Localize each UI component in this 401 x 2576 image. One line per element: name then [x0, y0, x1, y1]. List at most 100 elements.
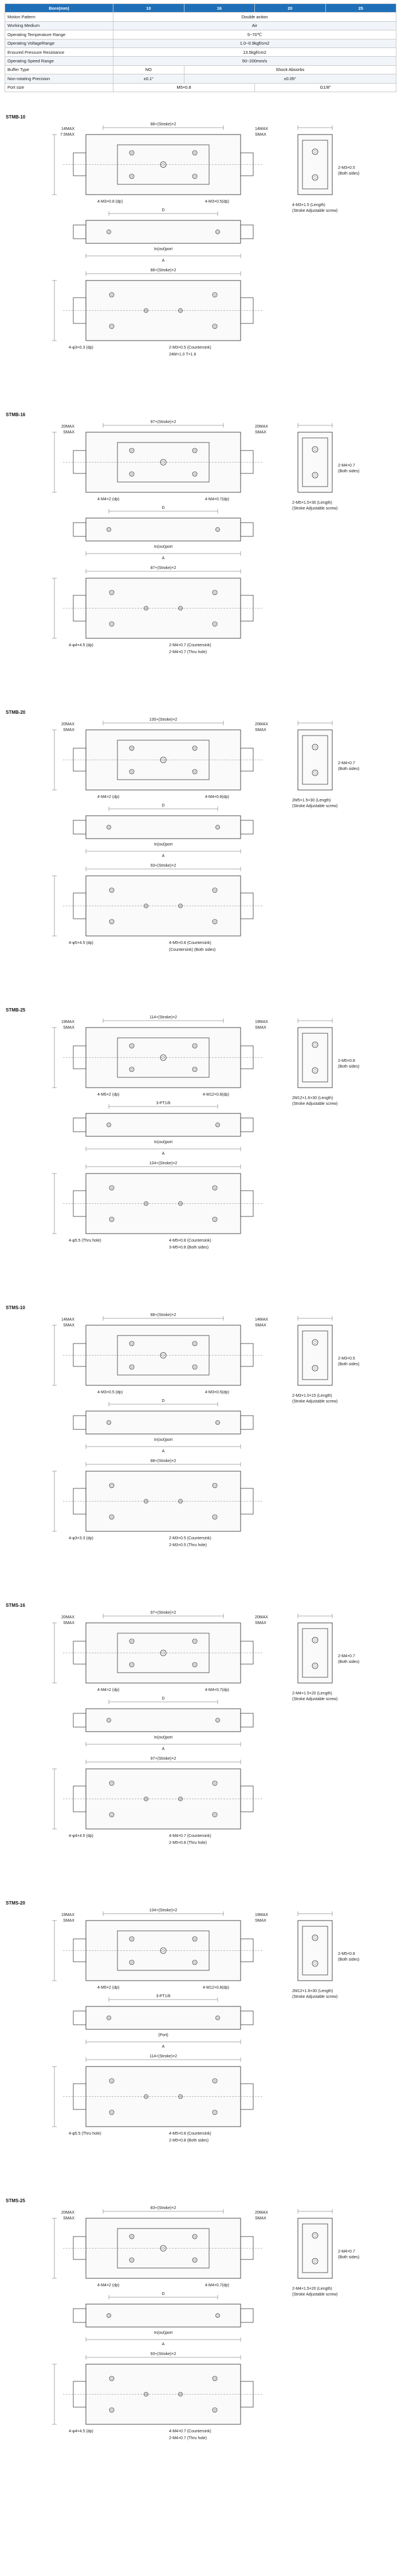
- mounting-hole-inner: [193, 770, 196, 773]
- mounting-hole: [144, 1201, 148, 1206]
- mounting-hole-inner: [179, 309, 182, 312]
- mounting-hole-inner: [110, 888, 113, 892]
- front-end-left: [73, 2308, 87, 2323]
- bottom-hole-label: 4-φ3×0.3 (dp): [69, 346, 93, 350]
- stroke-adjuster-right: [240, 1938, 254, 1962]
- dimension-d-label: D: [162, 208, 164, 212]
- max-stroke-label-right: SMAX: [255, 1919, 266, 1923]
- mounting-hole: [192, 173, 198, 179]
- side-view: 2-M3×0.5(Both sides)4-M3×1.5 (Length)(St…: [292, 125, 359, 213]
- bottom-length-label: 104+(Stroke)×2: [150, 1161, 178, 1165]
- mounting-hole-inner: [179, 2393, 182, 2396]
- mounting-hole: [109, 1483, 115, 1488]
- tapped-hole-note-2: 4-M4×0.7(dp): [205, 497, 229, 501]
- bottom-hole-label: 4-φ4×4.5 (dp): [69, 1834, 93, 1838]
- bottom-view: 93+(Stroke)×24-M5×0.8 (Countersink)4-φ5×…: [52, 864, 264, 952]
- mounting-hole-inner: [179, 607, 182, 610]
- end-plate: [297, 432, 333, 493]
- mounting-hole-inner: [179, 1202, 182, 1205]
- tapped-hole-note: 4-M4×2 (dp): [97, 1688, 119, 1692]
- end-plate-inner: [302, 735, 328, 785]
- mounting-hole: [109, 887, 115, 893]
- bottom-countersink-label: 4-M4×0.7 (Countersink): [169, 2429, 211, 2433]
- mounting-hole: [129, 448, 135, 453]
- mounting-hole-inner: [217, 231, 219, 233]
- spec-header-25: 25: [325, 3, 396, 13]
- max-extension-label-right: 20MAX: [255, 722, 268, 726]
- mounting-hole-inner: [217, 826, 219, 828]
- front-end-right: [240, 522, 254, 537]
- mounting-hole: [129, 1043, 135, 1049]
- mounting-hole: [129, 2234, 135, 2239]
- mounting-hole: [160, 1650, 167, 1656]
- mounting-hole: [160, 2245, 167, 2251]
- side-both-sides-label: (Both sides): [338, 1362, 359, 1366]
- mounting-hole-inner: [313, 1069, 317, 1072]
- mounting-hole-inner: [313, 2234, 317, 2237]
- mounting-hole: [178, 2094, 183, 2099]
- overall-length-label: 100+(Stroke)×2: [150, 718, 178, 722]
- mounting-hole-inner: [217, 1421, 219, 1424]
- front-end-right: [240, 1117, 254, 1132]
- mounting-hole-inner: [130, 770, 133, 773]
- bottom-countersink-label: 4-M5×0.8 (Countersink): [169, 2132, 211, 2136]
- tapped-hole-note-2: 4-M3×0.5(dp): [205, 200, 229, 204]
- tapped-hole-note: 4-M5×2 (dp): [97, 1093, 119, 1097]
- mounting-hole: [312, 1339, 319, 1346]
- mounting-hole: [109, 2376, 115, 2381]
- dimension-a-label: A: [162, 2342, 165, 2346]
- section-title: STMB-20: [6, 710, 26, 715]
- dimension-d-label: D: [162, 506, 164, 510]
- overall-length-label: 97+(Stroke)×2: [151, 420, 176, 424]
- tapped-hole-note-2: 4-M4×0.8(dp): [205, 795, 229, 799]
- mounting-hole: [178, 1201, 183, 1206]
- overall-length-label: 83+(Stroke)×2: [151, 2206, 176, 2210]
- mounting-hole: [109, 919, 115, 924]
- mounting-hole: [192, 1959, 198, 1965]
- max-extension-label-right: 14MAX: [255, 127, 268, 131]
- adjust-screw-length-label: 2M12×1.6×30 (Length): [292, 1096, 333, 1100]
- stroke-adjuster-right: [240, 450, 254, 474]
- mounting-hole-inner: [110, 1813, 113, 1816]
- mounting-hole: [129, 471, 135, 477]
- mounting-hole-inner: [193, 1365, 196, 1369]
- front-end-right: [240, 1415, 254, 1430]
- mounting-hole-inner: [193, 449, 196, 452]
- mounting-hole-inner: [108, 231, 110, 233]
- mounting-hole: [215, 1420, 220, 1425]
- front-end-right: [240, 2308, 254, 2323]
- bottom-hole-label: 4-φ3×3.3 (dp): [69, 1536, 93, 1540]
- stroke-adjuster-left: [73, 1343, 87, 1367]
- spec-header-label: Bore(mm): [5, 3, 113, 13]
- adjust-screw-note: (Stroke Adjustable screw): [292, 1400, 337, 1404]
- bottom-length-label: 93+(Stroke)×2: [151, 864, 176, 868]
- side-view: 2-M4×0.7(Both sides)2M5×1.5×30 (Length)(…: [292, 721, 359, 808]
- dimension-d-label: D: [162, 2292, 164, 2296]
- mounting-hole-inner: [130, 1342, 133, 1345]
- mounting-hole-inner: [110, 591, 113, 594]
- port-label: In(out)port: [154, 843, 172, 847]
- adjust-screw-length-label: 2-M4×1.5×20 (Length): [292, 2287, 332, 2291]
- max-stroke-label-left: SMAX: [63, 430, 74, 434]
- mounting-hole-inner: [193, 746, 196, 750]
- spec-row: Non-rotating Precision±0.1°±0.05°: [5, 74, 396, 84]
- mounting-hole: [212, 621, 218, 627]
- mounting-hole-inner: [213, 325, 217, 328]
- mounting-hole: [192, 2234, 198, 2239]
- mounting-hole: [312, 769, 319, 776]
- mounting-hole: [215, 825, 220, 829]
- side-view: 2-M5×0.8(Both sides)2M12×1.6×30 (Length)…: [292, 1911, 359, 1999]
- section-title: STMB-10: [6, 114, 26, 120]
- mounting-hole: [129, 1959, 135, 1965]
- end-plate: [297, 1622, 333, 1684]
- port-label: (Port): [158, 2033, 168, 2037]
- mounting-hole: [178, 1499, 183, 1504]
- mounting-hole-inner: [179, 904, 182, 907]
- bottom-length-label: 88+(Stroke)×2: [151, 1459, 176, 1463]
- port-label: In(out)port: [154, 1438, 172, 1442]
